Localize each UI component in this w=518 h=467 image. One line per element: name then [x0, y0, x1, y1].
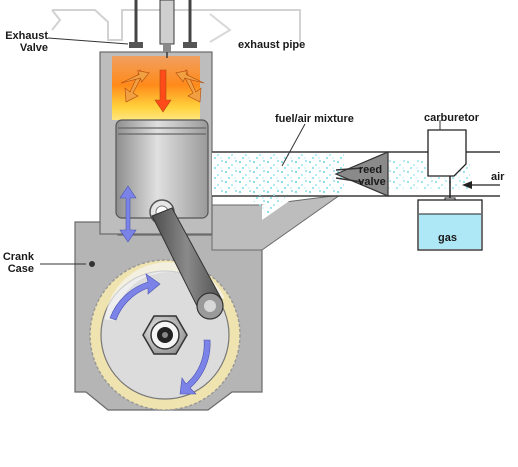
fuel-air-mixture	[214, 154, 344, 194]
leader-lines	[40, 37, 441, 267]
exhaust-valve	[129, 0, 197, 48]
exhaust-pipe-label: exhaust pipe	[238, 39, 306, 51]
exhaust-valve-label: Exhaust Valve	[5, 30, 48, 54]
crank-case-label: Crank Case	[2, 251, 34, 275]
reed-valve	[334, 151, 389, 197]
carburetor-label: carburetor	[424, 112, 480, 124]
reed-valve-label-line1: reed	[359, 164, 382, 176]
air-arrow-icon	[462, 181, 500, 189]
gas-fuel	[419, 214, 481, 249]
air-label: air	[491, 171, 505, 183]
crank-hub	[142, 315, 188, 355]
connecting-rod	[151, 207, 224, 320]
rotation-arrows-icon	[109, 273, 211, 395]
gas-tank	[417, 199, 483, 251]
exhaust-pipe	[51, 9, 301, 43]
transfer-port	[211, 190, 341, 251]
spark-plug	[159, 0, 175, 58]
reed-valve-label-line2: valve	[358, 176, 386, 188]
combustion-chamber	[112, 56, 200, 120]
fuel-air-mixture-label: fuel/air mixture	[275, 113, 354, 125]
piston-motion-arrow-icon	[119, 185, 137, 243]
gas-label: gas	[438, 232, 457, 244]
expansion-arrows-icon	[120, 69, 205, 113]
reed-valve-label: reed valve	[358, 164, 386, 188]
